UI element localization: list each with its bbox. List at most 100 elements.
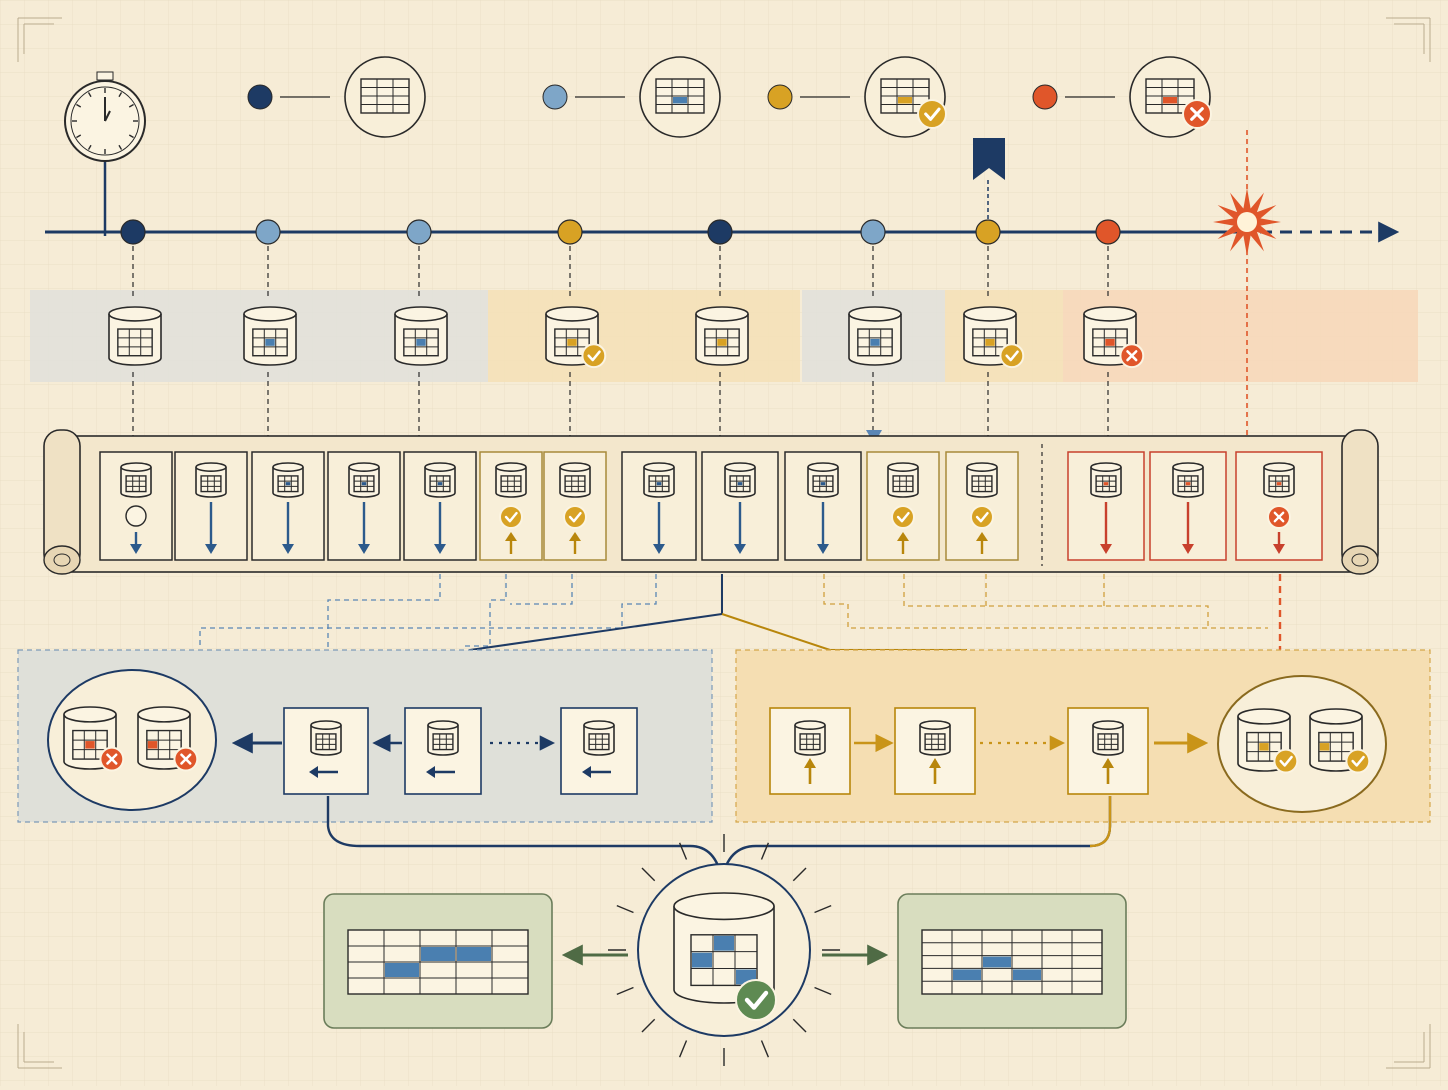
redo-step xyxy=(1067,707,1149,795)
redo-step xyxy=(769,707,851,795)
undo-step xyxy=(404,707,482,795)
table-highlight-icon xyxy=(639,56,721,138)
scroll-roll-left xyxy=(43,429,81,575)
timeline-event xyxy=(557,219,583,245)
scroll-roll-right xyxy=(1341,429,1379,575)
timeline-event xyxy=(255,219,281,245)
glow-ray xyxy=(641,1018,656,1033)
redo-connector xyxy=(903,574,1209,628)
undo-connector xyxy=(327,574,441,700)
database-icon xyxy=(108,306,162,366)
table-icon xyxy=(323,893,553,1029)
glow-ray xyxy=(814,904,832,914)
log-entry-undo xyxy=(784,451,862,561)
check-badge-icon xyxy=(499,505,523,529)
check-badge-icon xyxy=(891,505,915,529)
log-entry-redo xyxy=(945,451,1019,561)
glow-ray xyxy=(616,986,634,996)
legend-item-failed xyxy=(1032,56,1212,138)
timeline-event xyxy=(406,219,432,245)
check-badge-icon xyxy=(581,343,607,369)
undo-step xyxy=(560,707,638,795)
timeline-event xyxy=(120,219,146,245)
database-icon xyxy=(310,720,342,756)
glow-ray xyxy=(760,1040,770,1058)
log-entry-redo xyxy=(543,451,607,561)
legend-dot xyxy=(1032,84,1058,110)
legend-item-committed xyxy=(247,56,426,138)
glow-ray xyxy=(814,986,832,996)
database-icon xyxy=(1263,462,1295,498)
database-highlight-icon xyxy=(243,306,297,366)
error-badge-icon xyxy=(173,746,199,772)
database-icon xyxy=(724,462,756,498)
database-icon xyxy=(427,720,459,756)
empty-marker-icon xyxy=(125,505,147,527)
database-check-pair-icon xyxy=(1217,675,1387,813)
snapshot-band-tint xyxy=(1178,290,1418,382)
database-icon xyxy=(919,720,951,756)
table-check-icon xyxy=(864,56,947,138)
database-icon xyxy=(495,462,527,498)
legend-item-pending-write xyxy=(542,56,721,138)
undo-step xyxy=(283,707,369,795)
glow-ray xyxy=(760,842,770,860)
snapshot-band xyxy=(30,246,1418,444)
bookmark-flag-icon xyxy=(973,138,1005,220)
legend xyxy=(247,56,1212,138)
recovery-phases xyxy=(17,574,1431,823)
log-entry-fail xyxy=(1149,451,1227,561)
table-icon xyxy=(344,56,426,138)
database-check-icon xyxy=(673,892,775,1004)
error-badge-icon xyxy=(1182,99,1212,129)
database-check-icon xyxy=(545,306,607,369)
stopwatch-icon xyxy=(64,71,146,236)
legend-dot xyxy=(767,84,793,110)
database-icon xyxy=(643,462,675,498)
database-icon xyxy=(195,462,227,498)
legend-item-validated xyxy=(767,56,947,138)
timeline-event xyxy=(975,219,1001,245)
glow-ray xyxy=(792,1018,807,1033)
database-icon xyxy=(807,462,839,498)
database-icon xyxy=(424,462,456,498)
database-icon xyxy=(1090,462,1122,498)
legend-dot xyxy=(247,84,273,110)
glow-ray xyxy=(678,842,688,860)
database-icon xyxy=(120,462,152,498)
log-entry-undo xyxy=(174,451,248,561)
error-badge-icon xyxy=(99,746,125,772)
error-badge-icon xyxy=(1267,505,1291,529)
log-entry-undo xyxy=(99,451,173,561)
table-error-icon xyxy=(1129,56,1212,138)
undo-connector xyxy=(510,574,573,605)
database-icon xyxy=(887,462,919,498)
timeline-event xyxy=(1095,219,1121,245)
database-check-icon xyxy=(963,306,1025,369)
transaction-log-scroll xyxy=(43,429,1379,575)
undo-connector xyxy=(199,574,657,646)
database-icon xyxy=(583,720,615,756)
timeline xyxy=(45,71,1400,256)
recovered-database xyxy=(323,796,1127,1066)
database-icon xyxy=(348,462,380,498)
check-badge-icon xyxy=(970,505,994,529)
glow-ray xyxy=(792,867,807,882)
database-icon xyxy=(272,462,304,498)
log-entry-undo xyxy=(701,451,779,561)
glow-ray xyxy=(616,904,634,914)
timeline-event xyxy=(707,219,733,245)
burst-icon xyxy=(1213,130,1281,256)
log-entry-undo xyxy=(251,451,325,561)
check-badge-icon xyxy=(1345,748,1371,774)
check-badge-icon xyxy=(1273,748,1299,774)
database-highlight-icon xyxy=(848,306,902,366)
database-icon xyxy=(559,462,591,498)
database-icon xyxy=(1237,708,1299,774)
database-icon xyxy=(1309,708,1371,774)
log-entry-fail xyxy=(1067,451,1145,561)
redo-step xyxy=(894,707,976,795)
check-badge-icon xyxy=(563,505,587,529)
log-entry-undo xyxy=(327,451,401,561)
